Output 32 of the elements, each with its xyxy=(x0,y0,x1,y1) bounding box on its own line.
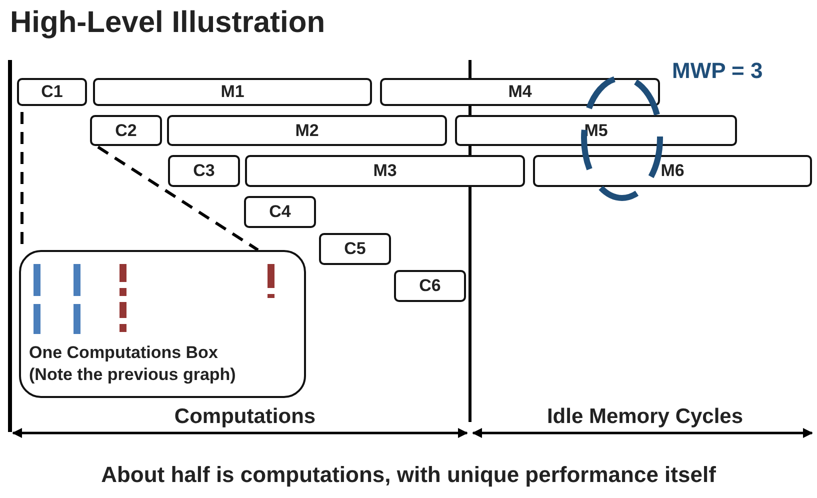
memory-box xyxy=(380,78,660,106)
memory-box xyxy=(93,78,372,106)
memory-box xyxy=(455,115,737,146)
annotation: MWP = 3 xyxy=(672,58,763,84)
memory-box xyxy=(533,155,812,187)
box-label: C3 xyxy=(193,161,215,181)
box-label: M3 xyxy=(373,161,397,181)
box-label: M2 xyxy=(295,120,319,140)
box-label: M6 xyxy=(660,161,684,181)
title: High-Level Illustration xyxy=(10,6,326,40)
box-label: M1 xyxy=(220,82,244,102)
zoom-line xyxy=(97,146,259,252)
dimension-label: Computations xyxy=(173,405,317,429)
compute-box xyxy=(394,270,466,302)
compute-box xyxy=(17,78,87,106)
caption: About half is computations, with unique performance itself xyxy=(100,462,717,488)
compute-box xyxy=(244,196,316,228)
dimension-label: Idle Memory Cycles xyxy=(546,405,744,429)
inset-text: (Note the previous graph) xyxy=(29,364,236,386)
box-label: C5 xyxy=(344,239,366,259)
inset-text: One Computations Box xyxy=(29,342,218,364)
box-label: C2 xyxy=(115,120,137,140)
box-label: C6 xyxy=(419,276,441,296)
box-label: C4 xyxy=(269,202,291,222)
compute-box xyxy=(319,233,391,265)
compute-box xyxy=(168,155,240,187)
inset-box xyxy=(19,250,306,398)
memory-box xyxy=(245,155,525,187)
box-label: C1 xyxy=(41,82,63,102)
compute-box xyxy=(90,115,162,146)
box-label: M4 xyxy=(508,82,532,102)
memory-box xyxy=(167,115,447,146)
